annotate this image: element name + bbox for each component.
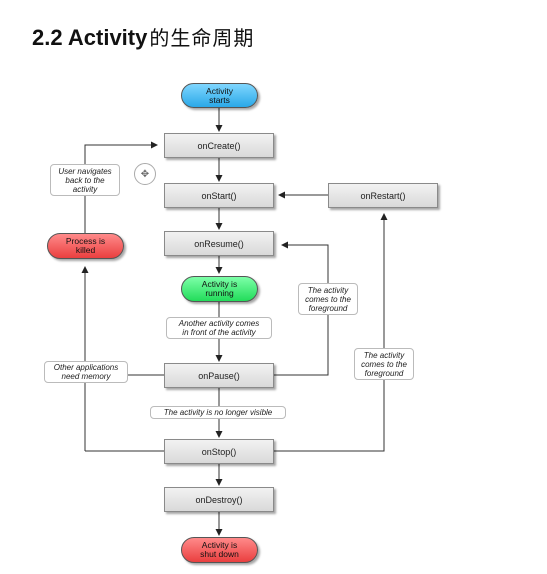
process-killed-label: Process is killed: [65, 236, 106, 255]
no-longer-visible-label: The activity is no longer visible: [150, 406, 286, 419]
onresume-label: onResume(): [194, 238, 244, 249]
another-activity-label: Another activity comes in front of the a…: [166, 317, 272, 339]
activity-starts-node: Activity starts: [181, 83, 258, 108]
oncreate-label: onCreate(): [197, 140, 241, 151]
onstart-node: onStart(): [164, 183, 274, 208]
ondestroy-node: onDestroy(): [164, 487, 274, 512]
page-title-main: 2.2 Activity: [32, 25, 148, 50]
onrestart-label: onRestart(): [360, 190, 406, 201]
onstart-label: onStart(): [201, 190, 237, 201]
oncreate-node: onCreate(): [164, 133, 274, 158]
edge-stop-restart: [274, 213, 388, 452]
onresume-node: onResume(): [164, 231, 274, 256]
page-title-suffix: 的生命周期: [149, 26, 255, 50]
foreground-label-1: The activity comes to the foreground: [298, 283, 358, 315]
onpause-node: onPause(): [164, 363, 274, 388]
onstop-label: onStop(): [201, 446, 237, 457]
activity-starts-label: Activity starts: [206, 85, 233, 105]
activity-running-node: Activity is running: [181, 276, 258, 302]
other-apps-label: Other applications need memory: [44, 361, 128, 383]
move-icon[interactable]: ✥: [134, 163, 156, 185]
ondestroy-label: onDestroy(): [195, 494, 243, 505]
user-navigates-label: User navigates back to the activity: [50, 164, 120, 196]
onstop-node: onStop(): [164, 439, 274, 464]
edge-pause-killed: [81, 266, 164, 376]
activity-running-label: Activity is running: [201, 279, 238, 298]
onrestart-node: onRestart(): [328, 183, 438, 208]
process-killed-node: Process is killed: [47, 233, 124, 259]
activity-shutdown-label: Activity is shut down: [200, 540, 239, 559]
activity-shutdown-node: Activity is shut down: [181, 537, 258, 563]
onpause-label: onPause(): [198, 370, 240, 381]
foreground-label-2: The activity comes to the foreground: [354, 348, 414, 380]
edge-killed-create: [84, 141, 158, 233]
